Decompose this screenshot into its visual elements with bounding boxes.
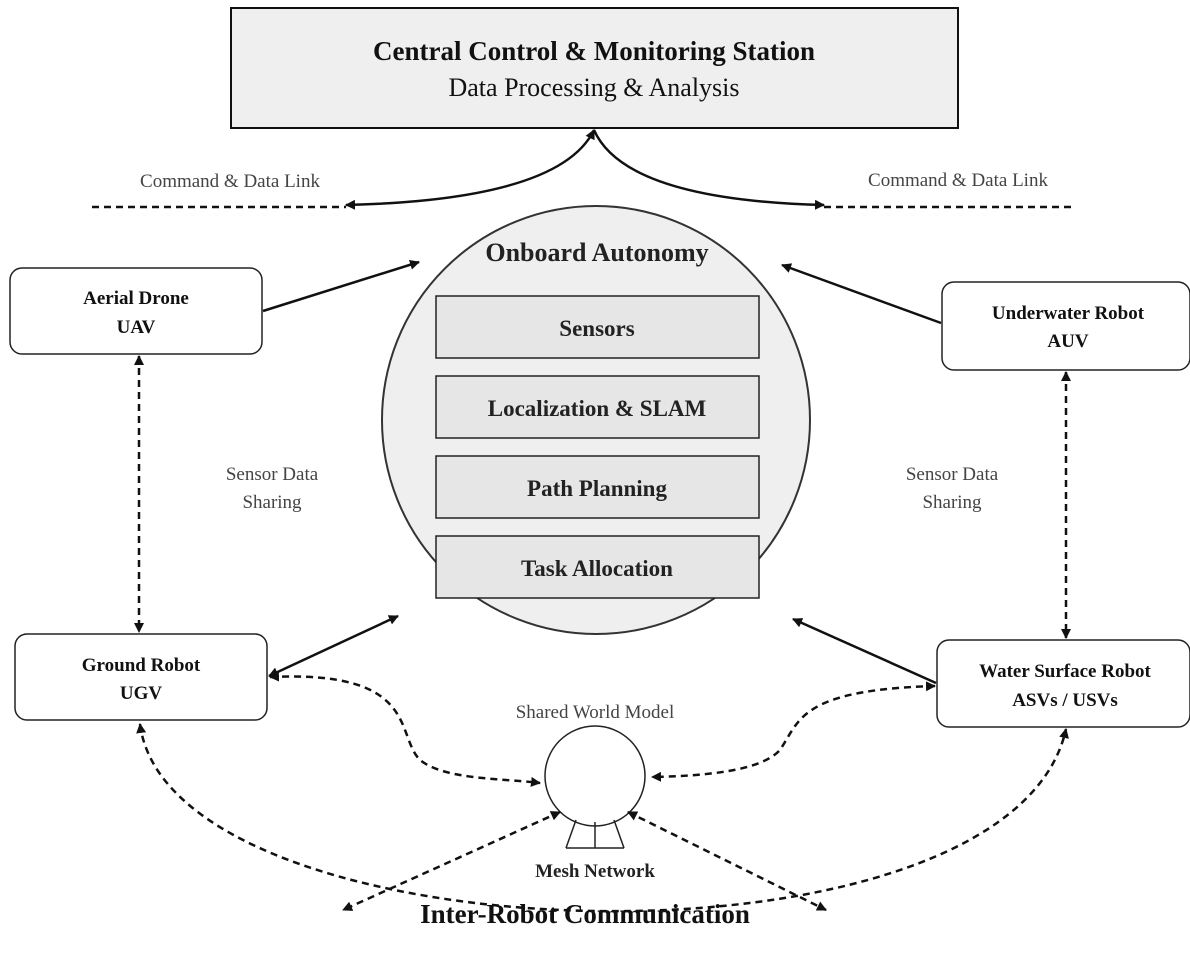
- command-link-arrow-right: [592, 129, 825, 210]
- robot-underwater: Underwater Robot AUV: [941, 281, 1190, 371]
- module-task-allocation: Task Allocation: [521, 556, 673, 581]
- link-surface-to-world: [651, 681, 936, 782]
- command-link-label-left: Command & Data Link: [140, 171, 320, 192]
- world-model-label: Shared World Model: [516, 702, 675, 723]
- module-path-planning: Path Planning: [527, 476, 667, 501]
- world-model-links: [136, 671, 1069, 913]
- sharing-label-left-1: Sensor Data: [226, 464, 319, 485]
- robot-surface-box: [936, 639, 1190, 728]
- link-ground-to-world: [269, 671, 541, 787]
- world-model-node: [544, 725, 646, 827]
- command-data-links: Command & Data Link Command & Data Link: [92, 129, 1072, 210]
- module-localization-box: [435, 375, 760, 439]
- arrow-underwater-to-autonomy: [781, 263, 942, 325]
- module-localization: Localization & SLAM: [488, 396, 707, 421]
- mesh-network-label: Mesh Network: [535, 861, 655, 882]
- robot-ground-box: [14, 633, 268, 721]
- robot-underwater-code: AUV: [1047, 331, 1088, 352]
- robot-surface-code: ASVs / USVs: [1012, 690, 1118, 711]
- arrow-ground-to-autonomy: [268, 614, 399, 678]
- robot-surface-name: Water Surface Robot: [979, 661, 1151, 682]
- autonomy-arrows: [262, 259, 942, 685]
- sharing-label-right-1: Sensor Data: [906, 464, 999, 485]
- sensor-sharing-links: Sensor Data Sharing Sensor Data Sharing: [134, 355, 1071, 639]
- command-link-arrow-left: [345, 129, 596, 210]
- robot-aerial-name: Aerial Drone: [83, 288, 189, 309]
- module-sensors: Sensors: [559, 316, 634, 341]
- antenna-icon: [565, 819, 625, 849]
- arrow-surface-to-autonomy: [792, 617, 937, 685]
- module-task-allocation-box: [435, 535, 760, 599]
- robot-ground-name: Ground Robot: [82, 655, 201, 676]
- autonomy-title: Onboard Autonomy: [485, 238, 708, 267]
- inter-robot-label: Inter-Robot Communication: [420, 899, 750, 929]
- module-sensors-box: [435, 295, 760, 359]
- onboard-autonomy: Onboard Autonomy Sensors Localization & …: [381, 205, 811, 635]
- robot-aerial-code: UAV: [117, 317, 156, 338]
- module-path-planning-box: [435, 455, 760, 519]
- robot-aerial-box: [9, 267, 263, 355]
- robot-underwater-name: Underwater Robot: [992, 303, 1145, 324]
- control-station-box: [230, 7, 959, 129]
- control-station-title: Central Control & Monitoring Station: [373, 36, 815, 66]
- link-world-to-inter-left: [342, 810, 561, 912]
- robot-ground-code: UGV: [120, 683, 163, 704]
- link-world-to-inter-right: [627, 810, 827, 912]
- robot-surface: Water Surface Robot ASVs / USVs: [936, 639, 1190, 728]
- control-station-subtitle: Data Processing & Analysis: [448, 73, 739, 102]
- shared-world-model: Shared World Model Mesh Network: [516, 702, 675, 882]
- sharing-label-left-2: Sharing: [242, 492, 302, 513]
- control-station: Central Control & Monitoring Station Dat…: [230, 7, 959, 129]
- inter-robot-loop: [136, 723, 1069, 913]
- robot-aerial: Aerial Drone UAV: [9, 267, 263, 355]
- robot-underwater-box: [941, 281, 1190, 371]
- sharing-label-right-2: Sharing: [922, 492, 982, 513]
- arrow-aerial-to-autonomy: [262, 259, 420, 313]
- robot-ground: Ground Robot UGV: [14, 633, 268, 721]
- command-link-label-right: Command & Data Link: [868, 170, 1048, 191]
